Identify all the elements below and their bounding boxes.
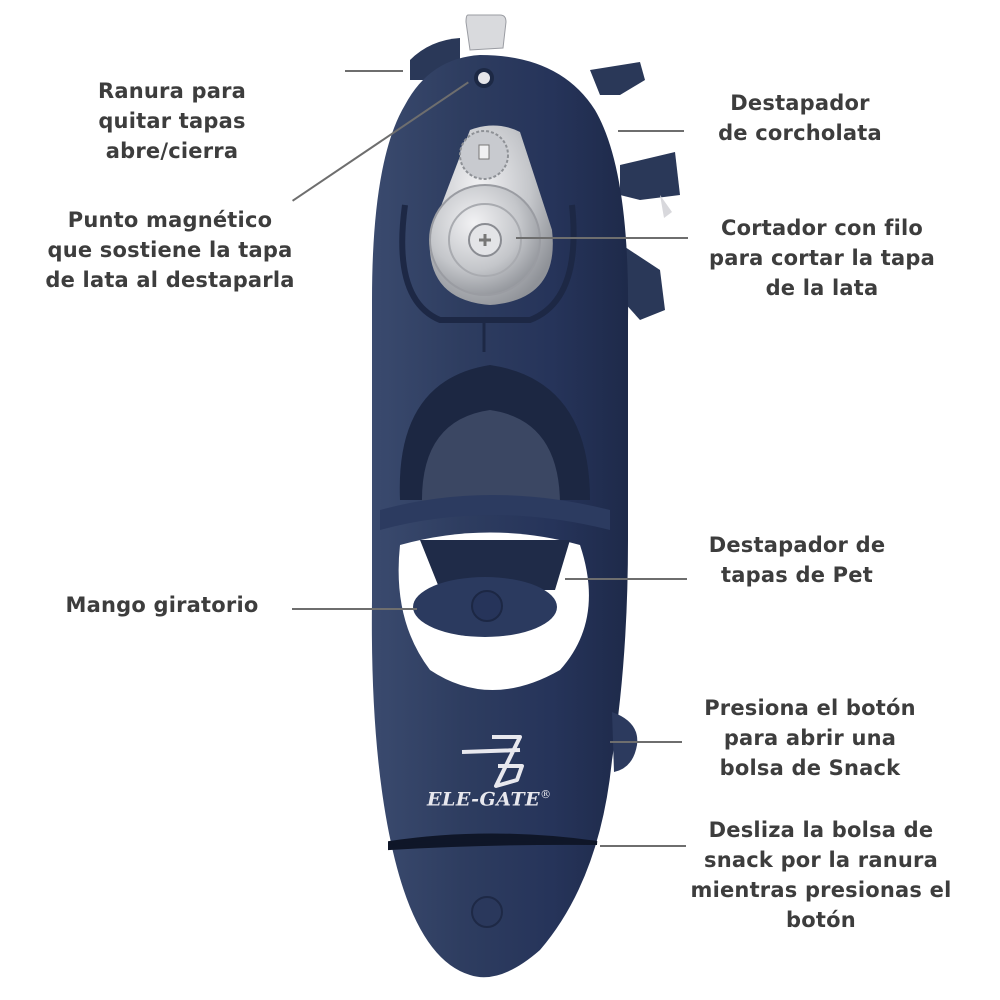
brand-name: ELE-GATE®: [427, 788, 552, 810]
cap-lifter-hook: [620, 152, 680, 200]
callout-line: Presiona el botón: [704, 696, 916, 720]
callout-line: Mango giratorio: [65, 593, 259, 617]
callout-line: tapas de Pet: [721, 563, 873, 587]
callout-line: snack por la ranura: [704, 848, 938, 872]
callout-line: mientras presionas el: [690, 878, 952, 902]
callout-ranura: Ranura para quitar tapas abre/cierra: [62, 76, 282, 166]
callout-magnetico: Punto magnético que sostiene la tapa de …: [25, 205, 315, 295]
callout-line: Ranura para: [97, 79, 246, 103]
callout-line: Punto magnético: [67, 208, 273, 232]
brand-text: ELE-GATE: [427, 788, 541, 811]
callout-pet: Destapador de tapas de Pet: [692, 530, 902, 590]
callout-line: de corcholata: [718, 121, 882, 145]
bottle-opener-tab: [590, 62, 645, 95]
callout-line: de lata al destaparla: [45, 268, 295, 292]
callout-line: bolsa de Snack: [719, 756, 901, 780]
callout-boton: Presiona el botón para abrir una bolsa d…: [690, 693, 930, 783]
leader-corcholata: [618, 130, 684, 132]
callout-line: de la lata: [765, 276, 879, 300]
callout-line: para abrir una: [723, 726, 897, 750]
leader-mango: [292, 608, 417, 610]
callout-mango: Mango giratorio: [52, 590, 272, 620]
leader-pet: [565, 578, 687, 580]
callout-line: botón: [786, 908, 856, 932]
callout-line: Destapador de: [708, 533, 886, 557]
snack-slot: [388, 833, 598, 851]
brand-logo-icon: [461, 735, 524, 788]
leader-desliza: [600, 845, 686, 847]
callout-desliza: Desliza la bolsa de snack por la ranura …: [676, 815, 966, 935]
callout-line: Destapador: [730, 91, 870, 115]
callout-line: para cortar la tapa: [708, 246, 936, 270]
hanging-hook: [465, 14, 507, 51]
leader-cortador: [516, 237, 688, 239]
callout-line: Desliza la bolsa de: [708, 818, 934, 842]
callout-line: que sostiene la tapa: [47, 238, 293, 262]
leader-ranura: [345, 70, 403, 72]
leader-boton: [610, 741, 682, 743]
callout-corcholata: Destapador de corcholata: [695, 88, 905, 148]
callout-line: quitar tapas: [98, 109, 246, 133]
callout-cortador: Cortador con filo para cortar la tapa de…: [692, 213, 952, 303]
registered-mark: ®: [540, 788, 552, 801]
callout-line: Cortador con filo: [720, 216, 924, 240]
callout-line: abre/cierra: [105, 139, 239, 163]
